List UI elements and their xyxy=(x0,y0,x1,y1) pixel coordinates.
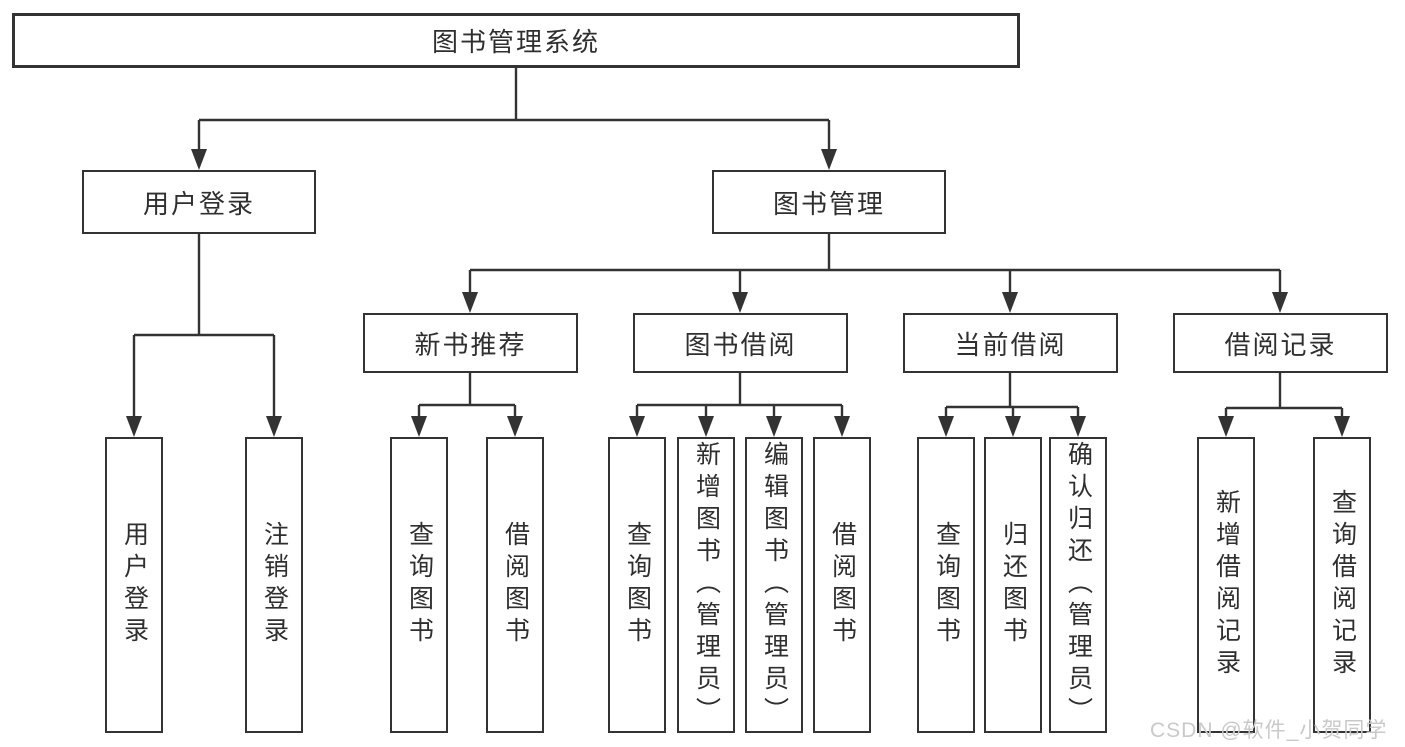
leaf-bb-edit-books-admin: 编辑图书（管理员） xyxy=(745,437,803,733)
leaf-cb-confirm-return-admin: 确认归还（管理员） xyxy=(1049,437,1107,733)
leaf-nbr-borrow-books: 借阅图书 xyxy=(486,437,544,733)
leaf-nbr-query-books: 查询图书 xyxy=(390,437,448,733)
node-borrow-records: 借阅记录 xyxy=(1173,313,1388,373)
node-new-book-recommend: 新书推荐 xyxy=(363,313,578,373)
leaf-br-add-record: 新增借阅记录 xyxy=(1197,437,1255,733)
node-book-borrow: 图书借阅 xyxy=(633,313,848,373)
leaf-cb-return-books: 归还图书 xyxy=(984,437,1042,733)
node-book-management: 图书管理 xyxy=(712,170,946,234)
leaf-bb-query-books: 查询图书 xyxy=(608,437,666,733)
leaf-cb-query-books: 查询图书 xyxy=(917,437,975,733)
leaf-logout: 注销登录 xyxy=(245,437,303,733)
leaf-br-query-record: 查询借阅记录 xyxy=(1313,437,1371,733)
leaf-bb-add-books-admin: 新增图书（管理员） xyxy=(677,437,735,733)
node-current-borrow: 当前借阅 xyxy=(903,313,1118,373)
node-user-login: 用户登录 xyxy=(82,170,316,234)
node-root: 图书管理系统 xyxy=(12,13,1020,68)
leaf-user-login: 用户登录 xyxy=(105,437,163,733)
leaf-bb-borrow-books: 借阅图书 xyxy=(813,437,871,733)
watermark: CSDN @软件_小贺同学 xyxy=(1150,719,1388,742)
